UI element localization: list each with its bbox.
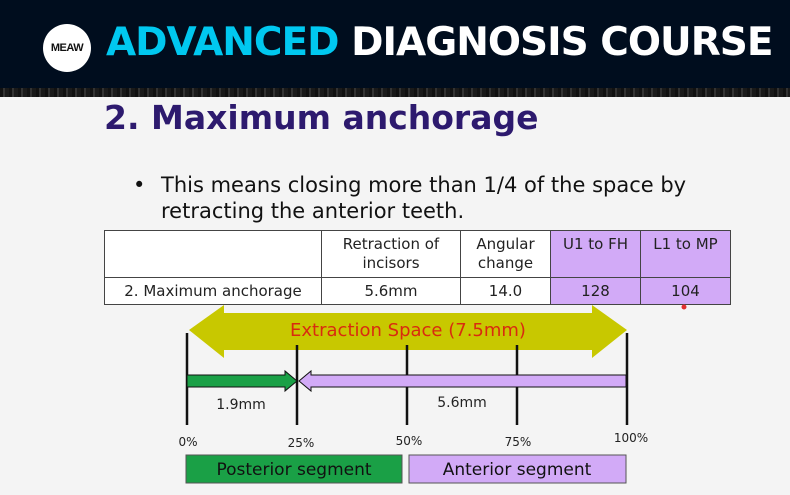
table-header-row: Retraction of incisors Angular change U1… <box>104 230 731 278</box>
meaw-logo: MEAW <box>43 24 91 72</box>
header-cell <box>104 230 322 278</box>
header-cell: Retraction of incisors <box>321 230 461 278</box>
posterior-segment-label: Posterior segment <box>216 460 371 480</box>
header-cell: Angular change <box>460 230 551 278</box>
table-cell: 104 <box>640 277 731 305</box>
tick-label: 75% <box>505 435 532 449</box>
anchorage-table: Retraction of incisors Angular change U1… <box>104 230 731 305</box>
bullet-icon: • <box>133 173 146 197</box>
tick-label: 25% <box>288 436 315 450</box>
course-title-rest: DIAGNOSIS COURSE <box>351 20 773 65</box>
anterior-segment-box <box>408 454 627 484</box>
course-header <box>0 0 790 90</box>
anterior-segment-label: Anterior segment <box>443 460 592 480</box>
tick-label: 50% <box>396 434 423 448</box>
extraction-space-label: Extraction Space (7.5mm) <box>290 320 526 341</box>
course-title-accent: ADVANCED <box>106 20 340 65</box>
tick-label: 100% <box>614 431 648 445</box>
posterior-segment-box <box>185 454 403 484</box>
header-cell: L1 to MP <box>640 230 731 278</box>
table-cell: 14.0 <box>460 277 551 305</box>
posterior-arrow <box>186 369 298 393</box>
table-row: 2. Maximum anchorage 5.6mm 14.0 128 104 <box>104 277 731 305</box>
table-cell: 5.6mm <box>321 277 461 305</box>
tick-label: 0% <box>178 435 197 449</box>
header-divider <box>0 88 790 97</box>
bullet-text: This means closing more than 1/4 of the … <box>161 173 687 223</box>
bullet-point: • This means closing more than 1/4 of the… <box>133 172 721 224</box>
table-cell: 2. Maximum anchorage <box>104 277 322 305</box>
posterior-mm-label: 1.9mm <box>216 397 266 413</box>
anterior-arrow <box>298 369 627 393</box>
pointer-dot <box>681 304 687 310</box>
course-title: ADVANCED DIAGNOSIS COURSE <box>106 20 773 65</box>
table-cell: 128 <box>550 277 641 305</box>
extraction-space-arrow <box>189 305 627 358</box>
anterior-mm-label: 5.6mm <box>437 395 487 411</box>
header-cell: U1 to FH <box>550 230 641 278</box>
slide-title: 2. Maximum anchorage <box>104 98 539 137</box>
